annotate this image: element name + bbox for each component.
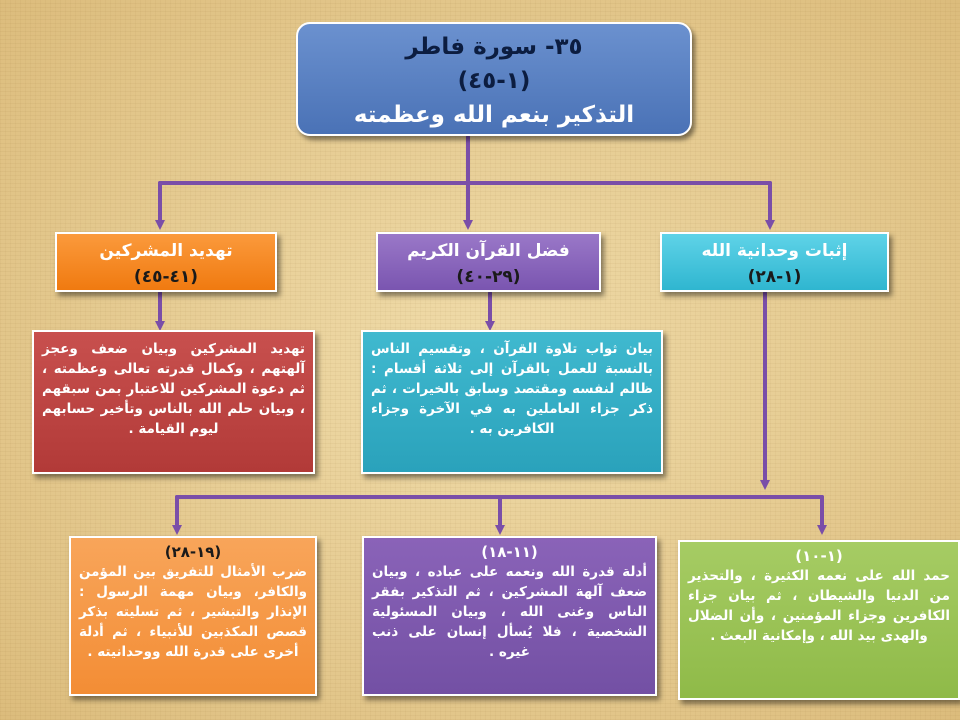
subsection-1-range: (١٩-٢٨)	[164, 543, 222, 561]
quran-detail-box: بيان ثواب تلاوة القرآن ، وتقسيم الناس با…	[361, 330, 663, 474]
threat-detail-text: تهديد المشركين وبيان ضعف وعجز آلهتهم ، و…	[42, 341, 305, 437]
subsection-3-text: حمد الله على نعمه الكثيرة ، والتحذير من …	[688, 568, 950, 644]
section-oneness-range: (١-٢٨)	[747, 267, 802, 287]
section-threat-range: (٤١-٤٥)	[133, 267, 199, 287]
subsection-2-text: أدلة قدرة الله ونعمه على عباده ، وبيان ض…	[372, 564, 647, 660]
subsection-3-range: (١-١٠)	[795, 547, 843, 565]
subsection-2-range: (١١-١٨)	[481, 543, 538, 561]
subsection-box-1: (١٩-٢٨) ضرب الأمثال للتفريق بين المؤمن و…	[69, 536, 317, 696]
subsection-1-text: ضرب الأمثال للتفريق بين المؤمن والكافر، …	[79, 564, 307, 660]
section-oneness-title: إثبات وحدانية الله	[701, 241, 848, 261]
section-quran: فضل القرآن الكريم (٢٩-٤٠)	[376, 232, 601, 292]
section-threat: تهديد المشركين (٤١-٤٥)	[55, 232, 277, 292]
surah-title-box: ٣٥- سورة فاطر (١-٤٥) التذكير بنعم الله و…	[296, 22, 692, 136]
surah-theme: التذكير بنعم الله وعظمته	[353, 102, 635, 128]
section-quran-range: (٢٩-٤٠)	[456, 267, 521, 287]
section-threat-title: تهديد المشركين	[99, 241, 233, 261]
threat-detail-box: تهديد المشركين وبيان ضعف وعجز آلهتهم ، و…	[32, 330, 315, 474]
surah-title: ٣٥- سورة فاطر	[405, 34, 583, 60]
section-oneness: إثبات وحدانية الله (١-٢٨)	[660, 232, 889, 292]
section-quran-title: فضل القرآن الكريم	[407, 241, 570, 261]
quran-detail-text: بيان ثواب تلاوة القرآن ، وتقسيم الناس با…	[371, 341, 653, 437]
subsection-box-3: (١-١٠) حمد الله على نعمه الكثيرة ، والتح…	[678, 540, 960, 700]
surah-range: (١-٤٥)	[457, 68, 531, 94]
subsection-box-2: (١١-١٨) أدلة قدرة الله ونعمه على عباده ،…	[362, 536, 657, 696]
